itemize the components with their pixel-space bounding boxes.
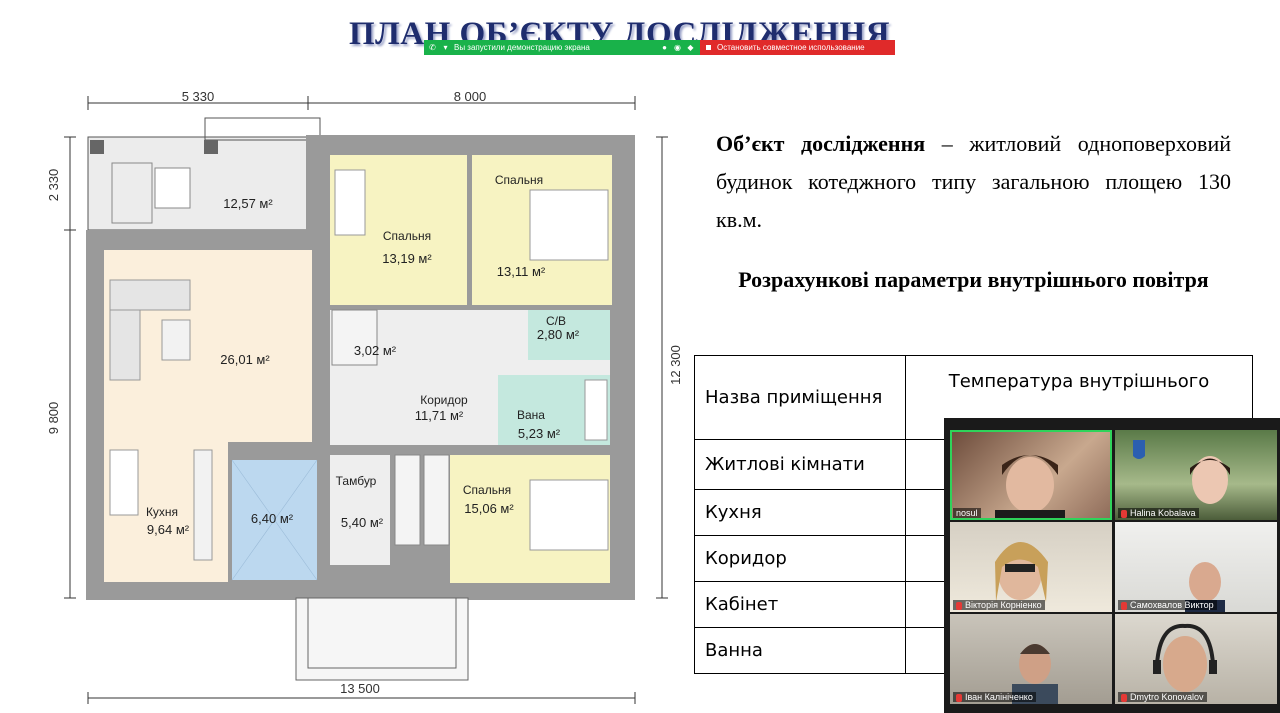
dim-left-top: 2 330 [46,169,61,202]
vestibule-name: Тамбур [336,474,377,488]
closet [331,309,378,366]
bedroom3-name: Спальня [463,483,511,497]
table-cell: Кухня [694,489,906,536]
table-cell: Коридор [694,535,906,582]
phone-icon: ✆ [429,43,436,52]
terrace-area: 12,57 м² [223,196,273,211]
description-rest: – житловий одноповерховий будинок котедж… [716,131,1231,232]
dim-right: 12 300 [668,345,683,385]
floor-plan: 5 330 8 000 2 330 9 800 12 300 13 500 [46,89,683,704]
bedroom3-area: 15,06 м² [464,501,514,516]
living-area: 26,01 м² [220,352,270,367]
bedroom1-name: Спальня [383,229,431,243]
participant-tile[interactable]: Самохвалов Виктор [1115,522,1277,612]
stop-icon [704,43,713,52]
participant-tile[interactable]: Dmytro Konovalov [1115,614,1277,704]
participant-name: Самохвалов Виктор [1118,600,1217,610]
closet-area: 3,02 м² [354,343,397,358]
share-status-message: Вы запустили демонстрацию экрана [454,43,590,52]
table-cell: Житлові кімнати [694,439,906,490]
wc-area: 2,80 м² [537,327,580,342]
participant-video [1133,440,1230,504]
terrace [87,136,309,231]
kitchen-area: 9,64 м² [147,522,190,537]
dim-bottom: 13 500 [340,681,380,696]
params-title: Розрахункові параметри внутрішнього пові… [738,267,1209,292]
bath-area: 5,23 м² [518,426,561,441]
participant-tile[interactable]: Halina Kobalava [1115,430,1277,520]
corridor-name: Коридор [420,393,468,407]
description-bold: Об’єкт дослідження [716,131,926,156]
bedroom2-name: Спальня [495,173,543,187]
participant-video [1012,644,1058,704]
dim-left-main: 9 800 [46,402,61,435]
participant-tile[interactable]: nosul [950,430,1112,520]
chevron-down-icon[interactable]: ▾ [443,43,448,52]
participant-video [1153,623,1217,692]
mic-muted-icon [956,601,962,610]
participant-tile[interactable]: Іван Калініченко [950,614,1112,704]
share-status-area: ✆ ▾ Вы запустили демонстрацию экрана ● ◉… [424,40,700,55]
table-header-col1: Назва приміщення [694,355,906,440]
table-cell: Ванна [694,627,906,674]
vestibule-area: 5,40 м² [341,515,384,530]
corridor-area: 11,71 м² [415,408,464,423]
bedroom2-area: 13,11 м² [497,264,546,279]
kitchen-name: Кухня [146,505,178,519]
porch [295,597,469,681]
emblem-icon [1133,440,1145,459]
dim-top-left: 5 330 [182,89,215,104]
wc-name: С/В [546,314,566,328]
table-cell: Кабінет [694,581,906,628]
participant-video [995,542,1048,602]
screen-share-bar: ✆ ▾ Вы запустили демонстрацию экрана ● ◉… [424,40,895,55]
mic-muted-icon [1121,601,1127,610]
mic-muted-icon [1121,693,1127,702]
participant-name: Halina Kobalava [1118,508,1199,518]
participant-name: Dmytro Konovalov [1118,692,1207,702]
mic-muted-icon [956,693,962,702]
stop-share-button[interactable]: Остановить совместное использование [700,40,895,55]
participant-name: Вікторія Корніенко [953,600,1045,610]
video-gallery: nosul Halina Kobalava Вікторія Корніенко… [944,418,1280,713]
bath-name: Вана [517,408,545,422]
camera-icon[interactable]: ◉ [674,43,681,52]
blue-room-area: 6,40 м² [251,511,294,526]
mic-icon[interactable]: ● [662,43,667,52]
mic-muted-icon [1121,509,1127,518]
dim-top-right: 8 000 [454,89,487,104]
participant-tile[interactable]: Вікторія Корніенко [950,522,1112,612]
object-description: Об’єкт дослідження – житловий одноповерх… [716,125,1231,239]
participant-name: nosul [953,508,981,518]
shield-icon[interactable]: ◆ [687,43,694,52]
vestibule [330,455,390,565]
stop-share-label: Остановить совместное использование [717,43,865,52]
dimension-lines [64,96,668,704]
bedroom1-area: 13,19 м² [382,251,432,266]
participant-name: Іван Калініченко [953,692,1036,702]
participant-video [1185,562,1225,612]
wc [528,310,610,360]
participant-video [995,455,1065,520]
